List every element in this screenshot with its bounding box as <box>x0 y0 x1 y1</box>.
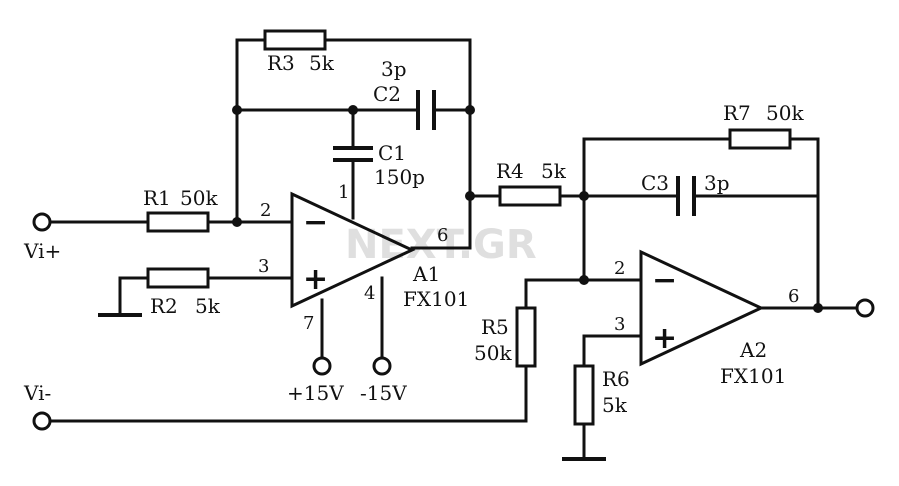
label-a2: A2 <box>739 338 767 362</box>
pin-a2-out: 6 <box>788 286 799 307</box>
a2-minus-sign: − <box>652 263 677 298</box>
label-r1: R1 <box>143 186 171 210</box>
pin-a1-noninv: 3 <box>258 256 269 277</box>
value-c2: 3p <box>381 57 407 81</box>
resistor-r2 <box>146 267 210 289</box>
label-r4: R4 <box>496 159 524 183</box>
a1-minus-sign: − <box>303 205 328 240</box>
label-c3: C3 <box>641 171 669 195</box>
resistor-r6 <box>573 364 595 426</box>
label-r6: R6 <box>602 367 630 391</box>
label-a1: A1 <box>412 262 440 286</box>
resistor-r1 <box>146 211 210 233</box>
vin-neg-terminal <box>32 411 52 431</box>
resistor-r5 <box>515 306 537 368</box>
watermark: NEXT.GR <box>345 222 537 268</box>
value-c1: 150p <box>374 165 425 189</box>
value-r7: 50k <box>766 101 804 125</box>
value-r3: 5k <box>309 51 335 75</box>
type-a2: FX101 <box>720 364 786 388</box>
pin-a1-1: 1 <box>338 182 349 203</box>
vin-pos-terminal <box>32 212 52 232</box>
label-vin-pos: Vi+ <box>23 239 61 263</box>
value-c3: 3p <box>704 171 730 195</box>
supply-pos-terminal <box>312 356 332 376</box>
pin-a1-7: 7 <box>303 313 314 334</box>
type-a1: FX101 <box>403 287 469 311</box>
label-r5: R5 <box>481 315 509 339</box>
value-r4: 5k <box>541 159 567 183</box>
pin-a1-inv: 2 <box>260 200 271 221</box>
label-supply-neg: -15V <box>360 381 407 405</box>
value-r6: 5k <box>602 393 628 417</box>
label-c1: C1 <box>378 141 406 165</box>
value-r1: 50k <box>180 186 218 210</box>
opamp-a2 <box>639 249 765 367</box>
pin-a1-4: 4 <box>364 283 375 304</box>
output-terminal <box>855 298 875 318</box>
resistor-r3 <box>263 29 327 51</box>
label-supply-pos: +15V <box>287 381 344 405</box>
resistor-r4 <box>498 185 562 207</box>
supply-neg-terminal <box>372 356 392 376</box>
pin-a1-out: 6 <box>437 225 448 246</box>
pin-a2-noninv: 3 <box>614 314 625 335</box>
junction-dot <box>579 275 589 285</box>
label-c2: C2 <box>373 82 401 106</box>
label-r3: R3 <box>267 51 295 75</box>
label-vin-neg: Vi- <box>23 381 51 405</box>
junction-dot <box>232 105 242 115</box>
junction-dot <box>465 105 475 115</box>
label-r7: R7 <box>723 101 751 125</box>
resistor-r7 <box>728 128 792 150</box>
a1-plus-sign: + <box>303 262 328 297</box>
pin-a2-inv: 2 <box>614 258 625 279</box>
opamp-a1 <box>290 191 416 309</box>
junction-dot <box>813 303 823 313</box>
a2-plus-sign: + <box>652 321 677 356</box>
value-r5: 50k <box>474 341 512 365</box>
label-r2: R2 <box>150 294 178 318</box>
value-r2: 5k <box>195 294 221 318</box>
